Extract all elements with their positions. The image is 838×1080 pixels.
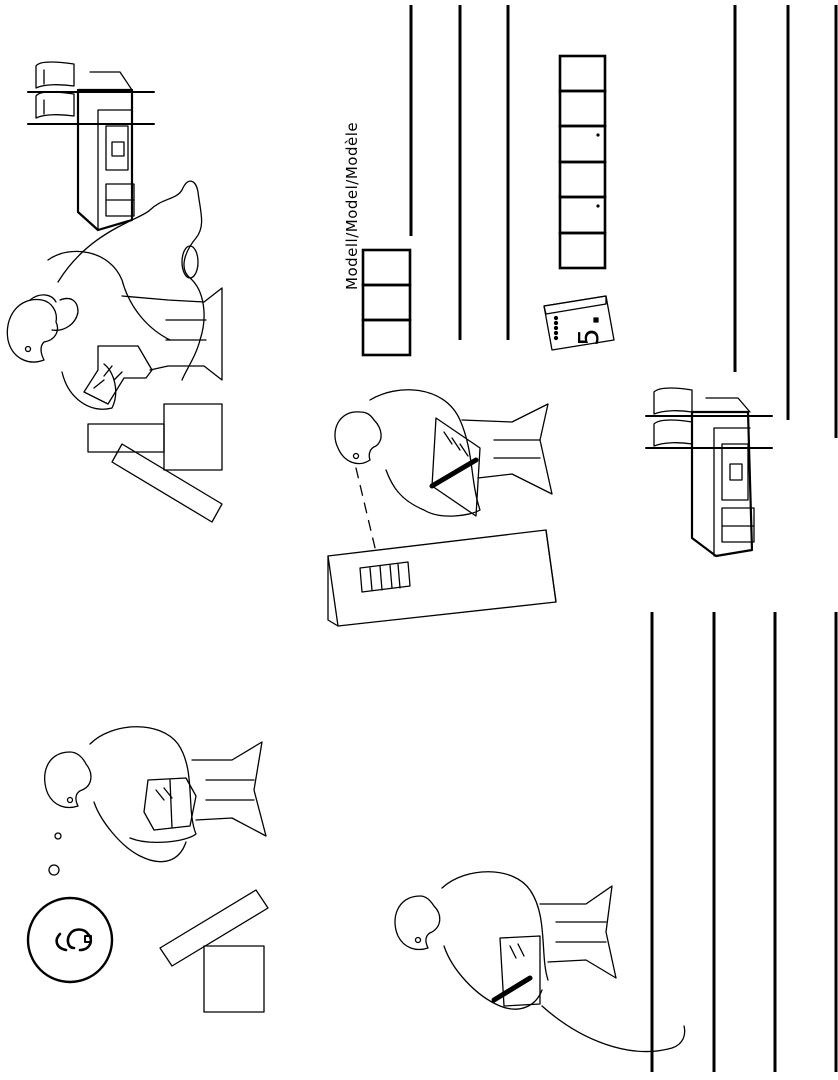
write-lines-top bbox=[411, 5, 836, 438]
calendar-icon: 5 bbox=[544, 296, 614, 350]
filing-cabinet-icon bbox=[28, 62, 154, 230]
serial-number-boxes bbox=[560, 56, 605, 268]
model-field: Modell/Model/Modèle bbox=[343, 122, 410, 355]
write-lines-bottom bbox=[652, 612, 836, 1072]
person-writing-illustration bbox=[395, 872, 685, 1052]
model-number-boxes bbox=[363, 250, 410, 355]
person-thinking-illustration bbox=[45, 727, 268, 1012]
person-on-phone-illustration bbox=[7, 181, 222, 522]
question-thought-bubble-icon bbox=[28, 833, 112, 982]
person-reading-label-illustration bbox=[328, 390, 556, 626]
model-label: Modell/Model/Modèle bbox=[343, 122, 361, 290]
calendar-number: 5 bbox=[572, 328, 605, 346]
filing-cabinet-icon bbox=[646, 388, 772, 556]
